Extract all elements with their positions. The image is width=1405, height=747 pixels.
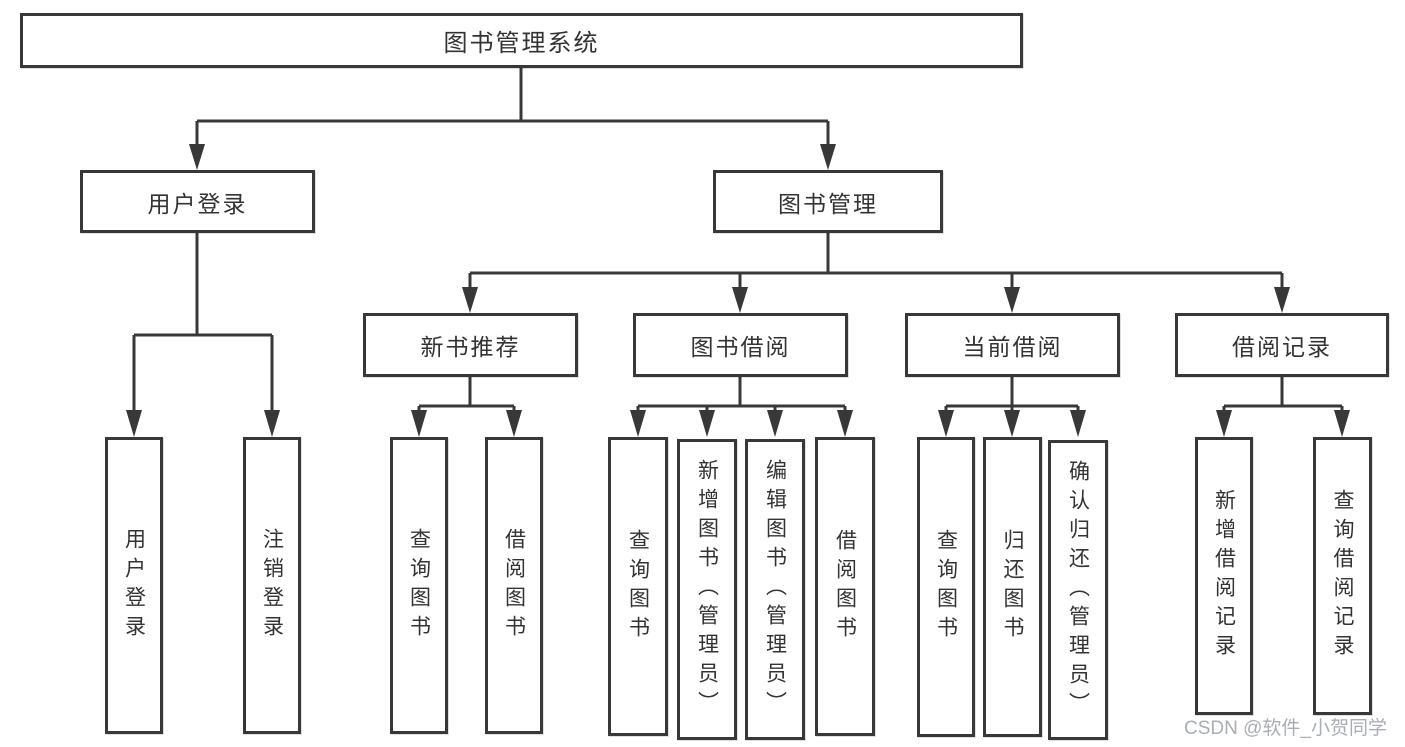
leaf-return-books: 归还图书 bbox=[983, 437, 1042, 737]
node-label: 注销登录 bbox=[260, 527, 284, 644]
node-label: 用户登录 bbox=[147, 190, 248, 217]
leaf-add-borrowing-record: 新增借阅记录 bbox=[1195, 437, 1253, 715]
node-user-login: 用户登录 bbox=[80, 170, 315, 233]
leaf-query-books-borrowing: 查询图书 bbox=[608, 437, 668, 736]
leaf-query-books-current: 查询图书 bbox=[917, 437, 975, 737]
node-label: 查询图书 bbox=[934, 529, 958, 645]
leaf-add-books-admin: 新增图书（管理员） bbox=[677, 439, 737, 740]
connector-root-to-level2 bbox=[189, 66, 836, 170]
node-label: 归还图书 bbox=[1001, 529, 1024, 645]
node-label: 图书管理系统 bbox=[443, 30, 600, 57]
node-label: 查询图书 bbox=[626, 528, 650, 645]
leaf-borrow-books-recommend: 借阅图书 bbox=[485, 437, 543, 734]
node-library-management-system: 图书管理系统 bbox=[20, 13, 1023, 68]
node-book-management: 图书管理 bbox=[713, 170, 943, 233]
node-label: 借阅图书 bbox=[833, 528, 857, 645]
leaf-edit-books-admin: 编辑图书（管理员） bbox=[745, 439, 805, 740]
connector-current-borrowing-children bbox=[938, 377, 1086, 437]
connector-user-login-children bbox=[126, 233, 280, 437]
leaf-confirm-return-admin: 确认归还（管理员） bbox=[1048, 440, 1108, 740]
node-label: 确认归还（管理员） bbox=[1066, 459, 1090, 721]
node-label: 图书借阅 bbox=[690, 334, 791, 360]
node-label: 查询图书 bbox=[407, 527, 431, 644]
node-new-book-recommendation: 新书推荐 bbox=[363, 313, 578, 377]
node-label: 用户登录 bbox=[122, 527, 146, 644]
node-book-borrowing: 图书借阅 bbox=[633, 313, 848, 377]
node-label: 新增图书（管理员） bbox=[695, 459, 719, 720]
node-label: 新书推荐 bbox=[420, 334, 521, 360]
connector-book-borrowing-children bbox=[630, 377, 853, 437]
node-label: 查询借阅记录 bbox=[1331, 489, 1354, 663]
node-current-borrowing: 当前借阅 bbox=[905, 313, 1120, 377]
connector-new-book-recommendation-children bbox=[411, 377, 522, 437]
connector-borrowing-records-children bbox=[1216, 377, 1350, 437]
node-borrowing-records: 借阅记录 bbox=[1175, 313, 1389, 377]
node-label: 借阅记录 bbox=[1232, 334, 1332, 360]
node-label: 借阅图书 bbox=[502, 527, 526, 644]
node-label: 图书管理 bbox=[778, 190, 878, 217]
node-label: 编辑图书（管理员） bbox=[763, 459, 787, 720]
connector-book-management-children bbox=[462, 233, 1290, 313]
leaf-logout: 注销登录 bbox=[243, 437, 301, 734]
leaf-query-borrowing-record: 查询借阅记录 bbox=[1313, 437, 1372, 715]
leaf-query-books-recommend: 查询图书 bbox=[390, 437, 448, 734]
leaf-borrow-books-borrowing: 借阅图书 bbox=[815, 437, 875, 736]
watermark-text: CSDN @软件_小贺同学 bbox=[1184, 718, 1387, 739]
node-label: 当前借阅 bbox=[962, 334, 1063, 360]
node-label: 新增借阅记录 bbox=[1212, 489, 1236, 663]
leaf-user-login: 用户登录 bbox=[105, 437, 163, 734]
